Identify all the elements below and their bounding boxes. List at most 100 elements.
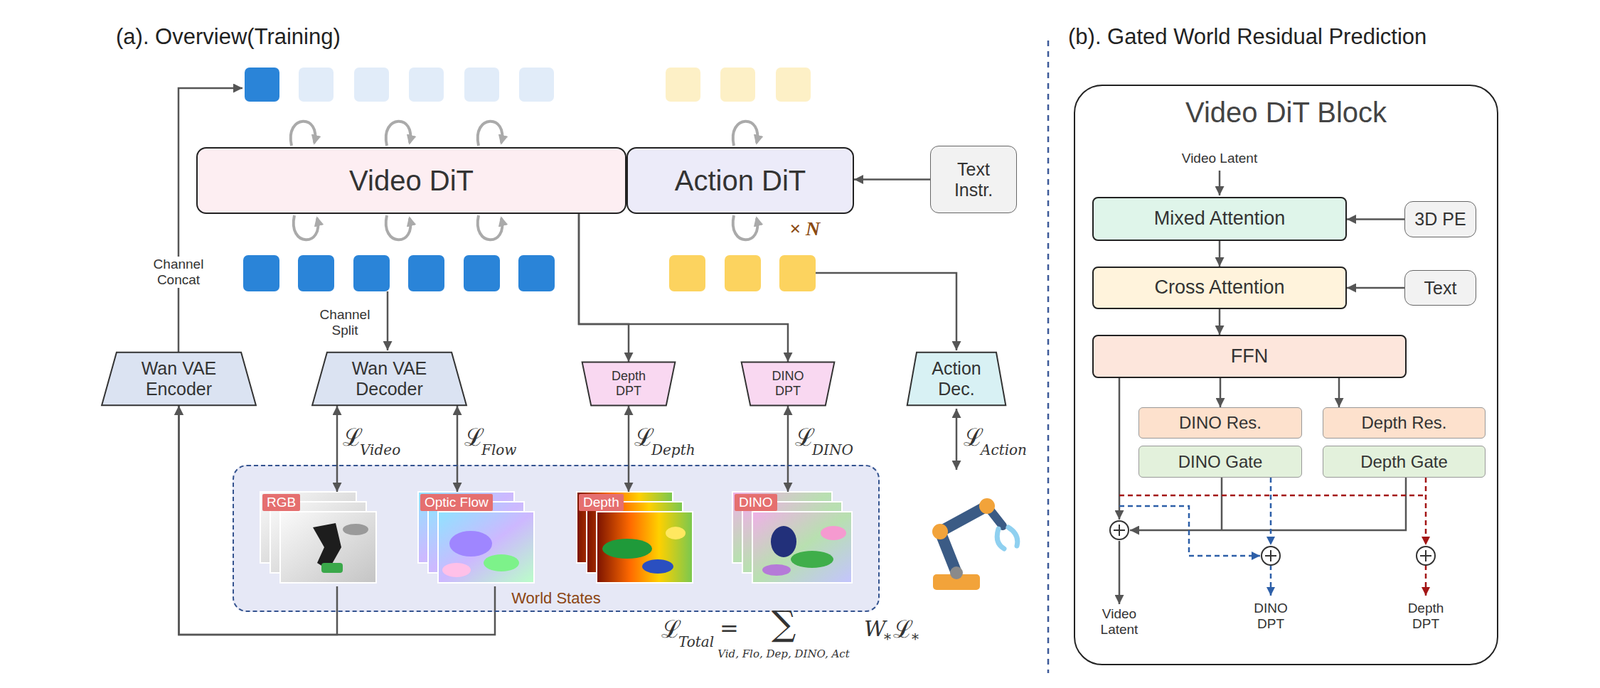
node-text: Wan VAE Decoder	[336, 358, 444, 400]
node-text: Text Instr.	[937, 159, 1010, 201]
dino-frames	[732, 492, 852, 584]
blob	[483, 554, 520, 572]
node-text: Video DiT Block	[1185, 96, 1387, 129]
input-box: Text Instr.	[930, 145, 1017, 214]
node-text: DINO	[734, 494, 778, 512]
sum-nodes	[1110, 521, 1436, 566]
model-block: Action DiT	[626, 147, 855, 215]
decoder-trapezoid: Wan VAE Decoder	[311, 352, 468, 407]
loss-symbol: ℒ	[795, 423, 815, 452]
token	[408, 255, 445, 292]
loss-subscript: DINO	[812, 442, 854, 459]
action-wire	[815, 273, 957, 351]
frame	[752, 512, 852, 584]
node-text: World States	[511, 589, 601, 608]
dashed-wire	[1425, 565, 1428, 596]
token	[779, 255, 816, 292]
rgb-frames	[260, 492, 377, 584]
decoder-trapezoid: Action Dec.	[906, 352, 1007, 407]
gate-box: DINO Gate	[1138, 445, 1303, 478]
repeat-count: × N	[789, 217, 820, 241]
depth-frames	[576, 492, 693, 584]
robot-joint	[950, 566, 963, 580]
attention-box: Mixed Attention	[1092, 196, 1347, 242]
node-text: FFN	[1230, 345, 1268, 368]
connector	[578, 214, 788, 362]
sum-circle	[1261, 546, 1280, 566]
node-text: Optic Flow	[420, 494, 493, 512]
blob	[602, 539, 653, 559]
loss-symbol: ℒ	[661, 615, 682, 644]
robot-joint	[932, 524, 948, 540]
concat-wire	[178, 88, 243, 352]
loss-subscript: Flow	[481, 442, 517, 459]
loop-arrow	[386, 121, 412, 146]
sum-circle	[1110, 521, 1129, 540]
wire-label: Channel Concat	[144, 256, 213, 288]
loop-arrow	[386, 215, 412, 240]
blob	[820, 526, 847, 541]
wires	[178, 88, 957, 471]
wire	[1118, 541, 1121, 605]
sum-symbol: ∑	[771, 604, 796, 644]
connector	[1218, 309, 1221, 335]
token	[669, 255, 706, 292]
frame	[438, 512, 535, 584]
trapezoid-shape	[907, 352, 1007, 406]
panel-title: (a). Overview(Training)	[115, 24, 341, 50]
weight-symbol: W	[864, 617, 887, 643]
loop-arrow	[733, 121, 759, 146]
loss-subscript: Depth	[651, 442, 696, 459]
robot-arm	[932, 498, 1018, 591]
robot-gripper	[996, 527, 1018, 549]
residual-box: DINO Res.	[1138, 407, 1303, 439]
connector	[1346, 287, 1405, 290]
world-states-region: World StatesRGBOptic FlowDepthDINO	[232, 465, 880, 613]
connector	[179, 406, 338, 636]
blob	[665, 526, 686, 540]
residual-wires	[1119, 477, 1426, 596]
node-text: Depth DPT	[603, 369, 654, 399]
loss-symbol: ℒ	[893, 615, 914, 644]
encoder-trapezoid: Wan VAE Encoder	[100, 352, 257, 407]
node-text: DINO Res.	[1179, 413, 1262, 434]
loop-arrow	[733, 215, 759, 240]
blob	[790, 551, 834, 569]
node-text: Video DiT	[349, 164, 474, 197]
token	[243, 255, 280, 292]
wire	[1129, 477, 1406, 531]
dashed-wire	[1270, 565, 1273, 596]
node-text: Text	[1424, 278, 1458, 299]
loss-symbol: ℒ	[634, 423, 655, 452]
action-loss-wire	[955, 408, 958, 471]
signal-label: DINO DPT	[1245, 600, 1296, 633]
connector	[578, 214, 629, 362]
loop-arrow	[477, 121, 503, 146]
token	[463, 255, 500, 292]
token	[518, 255, 555, 292]
blob	[642, 559, 674, 574]
plus-sign	[1265, 550, 1277, 562]
signal-label: Video Latent	[1090, 606, 1148, 638]
object	[321, 563, 343, 574]
loss-symbol: ℒ	[342, 423, 363, 452]
token	[244, 67, 280, 102]
sum-circle	[1416, 546, 1436, 566]
head-trapezoid: DINO DPT	[740, 361, 835, 407]
model-block: Video DiT	[196, 147, 627, 215]
connector	[1338, 378, 1341, 408]
node-text: Depth Res.	[1361, 413, 1447, 434]
wire	[1118, 378, 1121, 520]
image-stack: RGB	[260, 492, 378, 587]
gate-box: Depth Gate	[1322, 445, 1486, 478]
blob	[442, 563, 471, 578]
connector	[787, 406, 790, 493]
connector	[627, 406, 631, 493]
loss-subscript: Video	[359, 442, 401, 459]
connector	[336, 406, 339, 493]
attention-box: Cross Attention	[1092, 266, 1347, 310]
plus-sign	[1113, 524, 1125, 537]
trapezoid-shape	[101, 352, 256, 406]
blob	[449, 531, 493, 557]
